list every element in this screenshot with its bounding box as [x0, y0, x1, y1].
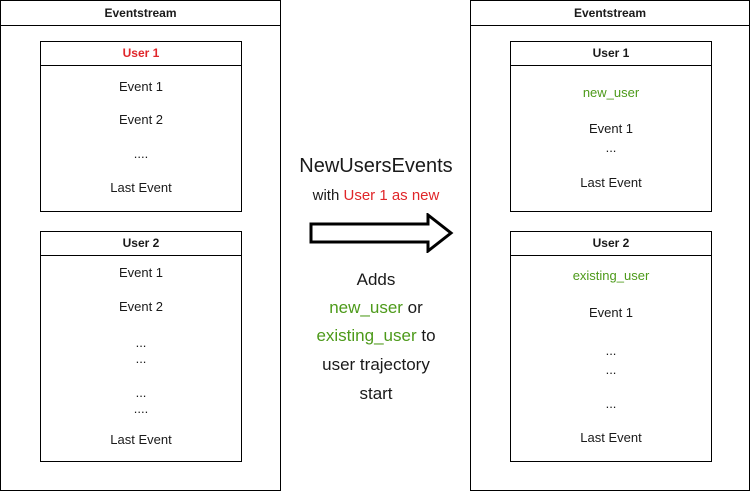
left-user2-ellipsis-4: ....: [133, 401, 149, 416]
right-arrow-icon: [309, 213, 454, 253]
description-line-1: Adds: [356, 270, 396, 289]
left-user1-last-event: Last Event: [110, 180, 172, 195]
right-user1-last-event: Last Event: [580, 175, 642, 190]
left-panel-title: Eventstream: [1, 1, 280, 26]
right-user2-ellipsis-2: ...: [605, 362, 617, 377]
right-user1-header: User 1: [511, 42, 711, 66]
left-user2-ellipsis-1: ...: [135, 335, 147, 350]
right-user2-ellipsis-3: ...: [605, 396, 617, 411]
left-user2-ellipsis-2: ...: [135, 351, 147, 366]
right-user1-box: User 1 new_user Event 1 ... Last Event: [510, 41, 712, 212]
right-user2-header: User 2: [511, 232, 711, 256]
left-user1-event-1: Event 1: [118, 79, 164, 94]
right-user2-box: User 2 existing_user Event 1 ... ... ...…: [510, 231, 712, 462]
description-line-2: new_user or: [282, 298, 470, 318]
right-user2-existing-user-marker: existing_user: [572, 268, 650, 283]
left-user2-ellipsis-3: ...: [135, 385, 147, 400]
right-user2-ellipsis-1: ...: [605, 343, 617, 358]
description-line-4: user trajectory: [322, 355, 430, 374]
subtitle-highlight: User 1 as new: [343, 187, 440, 204]
left-user1-ellipsis: ....: [133, 146, 149, 161]
right-panel-title: Eventstream: [471, 1, 749, 26]
right-user2-last-event: Last Event: [580, 430, 642, 445]
left-user2-last-event: Last Event: [110, 432, 172, 447]
description-to: to: [416, 326, 436, 345]
right-eventstream-panel: Eventstream User 1 new_user Event 1 ... …: [470, 0, 750, 491]
description-existing-user: existing_user: [316, 326, 417, 345]
right-user1-new-user-marker: new_user: [582, 85, 640, 100]
description-or: or: [402, 298, 423, 317]
subtitle-prefix: with: [312, 187, 344, 204]
right-user2-event-1: Event 1: [588, 305, 634, 320]
description-line-3: existing_user to: [282, 326, 470, 346]
left-user2-header: User 2: [41, 232, 241, 256]
left-user2-box: User 2 Event 1 Event 2 ... ... ... .... …: [40, 231, 242, 462]
right-user1-ellipsis: ...: [605, 140, 617, 155]
transform-title: NewUsersEvents: [299, 155, 453, 177]
left-user1-header: User 1: [41, 42, 241, 66]
left-user1-event-2: Event 2: [118, 112, 164, 127]
description-new-user: new_user: [329, 298, 403, 317]
transform-subtitle: with User 1 as new: [282, 187, 470, 205]
description-line-5: start: [359, 384, 393, 403]
left-user2-event-2: Event 2: [118, 299, 164, 314]
right-user1-event-1: Event 1: [588, 121, 634, 136]
left-user2-event-1: Event 1: [118, 265, 164, 280]
left-user1-box: User 1 Event 1 Event 2 .... Last Event: [40, 41, 242, 212]
left-eventstream-panel: Eventstream User 1 Event 1 Event 2 .... …: [0, 0, 281, 491]
